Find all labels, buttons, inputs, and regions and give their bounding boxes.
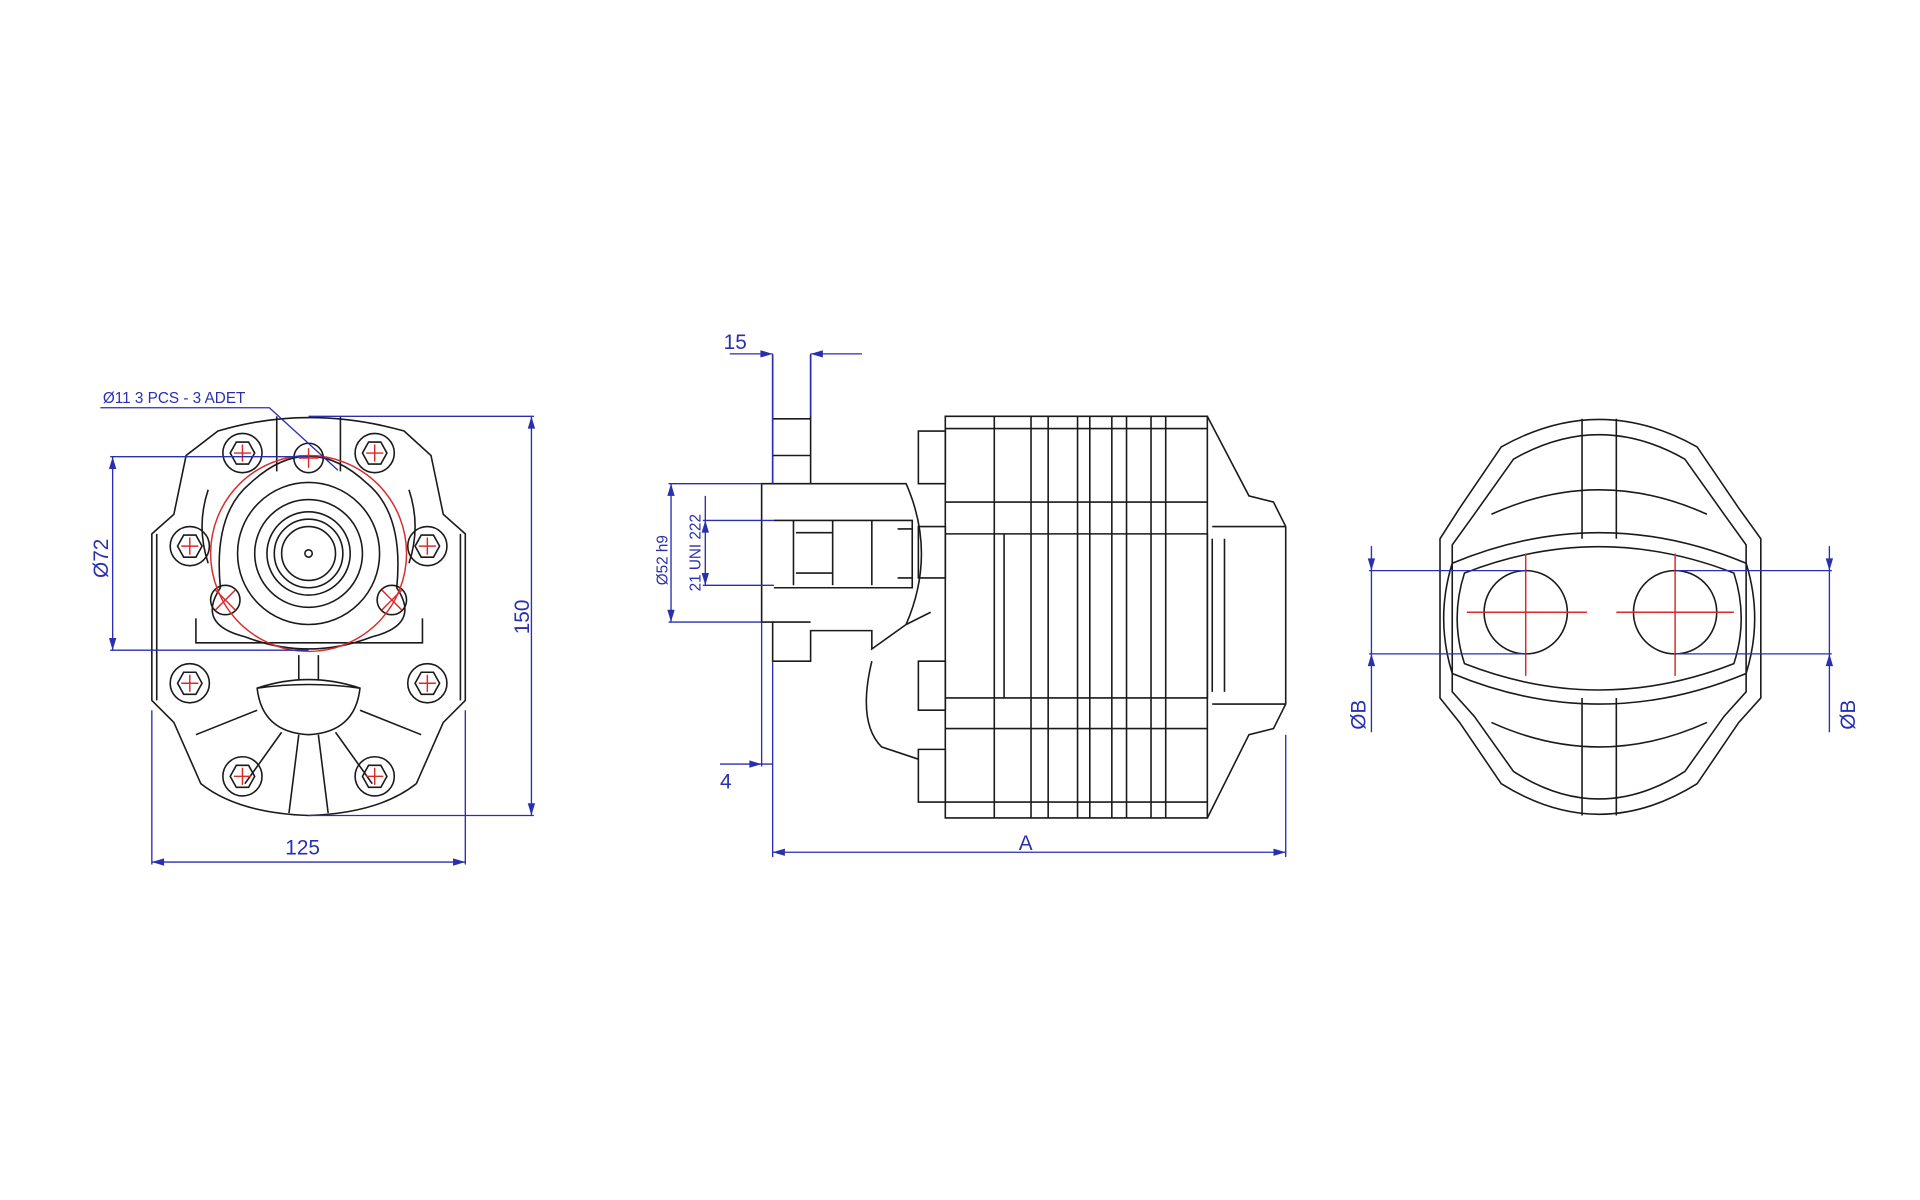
flange-thickness-dim: 15 <box>724 331 747 354</box>
pilot-circle-dim: Ø72 <box>90 539 113 578</box>
rear-view: ØB ØB <box>1347 418 1860 816</box>
shaft-spec-dim: 21 UNI 222 <box>687 514 704 591</box>
hole-note-label: Ø11 3 PCS - 3 ADET <box>103 390 246 407</box>
width-dim: 125 <box>285 837 320 860</box>
port-dia-right-dim: ØB <box>1837 700 1860 730</box>
pilot-dia-dim: Ø52 h9 <box>654 535 671 585</box>
pilot-depth-dim: 4 <box>720 771 732 794</box>
overall-length-dim: A <box>1019 832 1033 855</box>
front-view: Ø11 3 PCS - 3 ADET Ø72 150 125 <box>90 390 536 866</box>
side-view: 15 Ø52 h9 21 UNI 222 4 A <box>654 331 1287 858</box>
port-dia-left-dim: ØB <box>1347 700 1370 730</box>
height-dim: 150 <box>511 600 534 635</box>
